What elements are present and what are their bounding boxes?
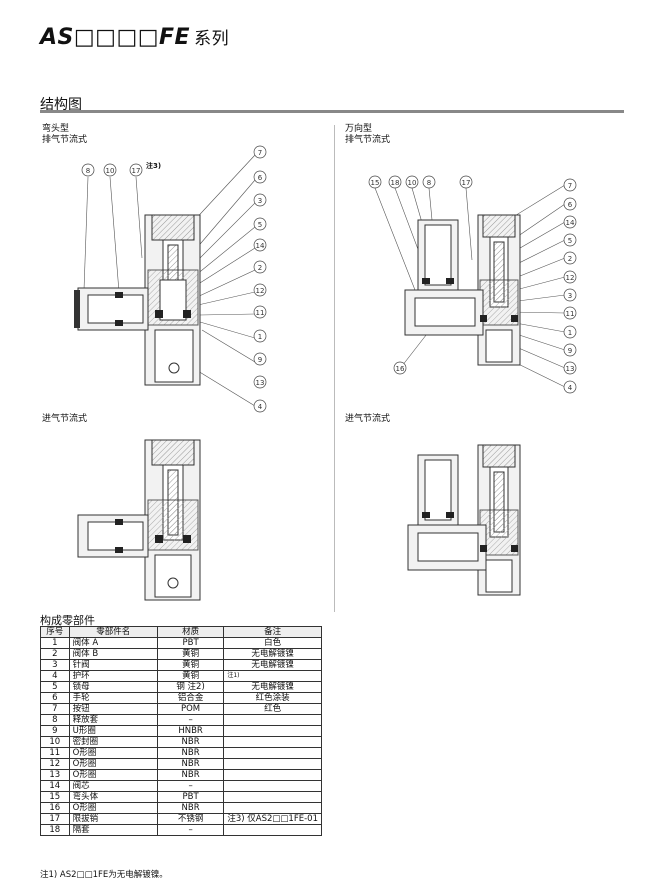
svg-text:9: 9 — [258, 356, 262, 364]
diagram-title-meter-in-universal: 进气节流式 — [345, 414, 391, 424]
svg-text:7: 7 — [568, 182, 572, 190]
svg-text:17: 17 — [462, 179, 471, 187]
model-series: 系列 — [194, 29, 230, 49]
svg-text:10: 10 — [408, 179, 417, 187]
svg-text:13: 13 — [566, 365, 575, 373]
svg-text:3: 3 — [568, 292, 572, 300]
svg-text:12: 12 — [256, 287, 265, 295]
svg-text:17: 17 — [132, 167, 141, 175]
model-prefix: AS□□□□FE — [40, 25, 191, 50]
svg-text:8: 8 — [86, 167, 90, 175]
parts-table-title: 构成零部件 — [40, 614, 95, 627]
svg-text:15: 15 — [371, 179, 380, 187]
svg-text:2: 2 — [258, 264, 262, 272]
diagram-title-universal: 万向型 排气节流式 — [345, 124, 391, 145]
section-title: 结构图 — [40, 97, 82, 113]
svg-text:13: 13 — [256, 379, 265, 387]
svg-text:5: 5 — [258, 221, 262, 229]
svg-text:1: 1 — [258, 333, 262, 341]
svg-text:4: 4 — [568, 384, 573, 392]
universal-type-cross-section: 15 18 10 8 17 7 6 14 5 2 12 3 11 1 9 13 … — [368, 175, 577, 394]
col-header-material: 材质 — [156, 626, 225, 638]
svg-text:9: 9 — [568, 347, 572, 355]
svg-text:2: 2 — [568, 255, 572, 263]
svg-text:4: 4 — [258, 403, 263, 411]
svg-text:5: 5 — [568, 237, 572, 245]
col-header-remarks: 备注 — [223, 626, 322, 638]
svg-text:18: 18 — [391, 179, 400, 187]
diagram-title-elbow: 弯头型 排气节流式 — [42, 124, 88, 145]
universal-meter-in-cross-section — [407, 444, 521, 596]
elbow-meter-in-cross-section — [77, 439, 201, 601]
elbow-type-cross-section: 8 10 17 7 6 3 5 14 2 12 11 1 9 13 4 — [74, 145, 267, 413]
col-header-part-name: 零部件名 — [68, 626, 158, 638]
section-rule — [40, 110, 624, 113]
svg-text:14: 14 — [256, 242, 265, 250]
note-3-mark: 注3) — [146, 162, 162, 170]
table-header-row: 序号 零部件名 材质 备注 — [40, 626, 322, 638]
svg-text:6: 6 — [258, 174, 263, 182]
svg-text:7: 7 — [258, 149, 262, 157]
svg-text:10: 10 — [106, 167, 115, 175]
svg-text:14: 14 — [566, 219, 575, 227]
svg-text:3: 3 — [258, 197, 262, 205]
svg-text:6: 6 — [568, 201, 573, 209]
footnote: 注1) AS2□□1FE为无电解镀镍。 — [40, 870, 168, 880]
svg-text:1: 1 — [568, 329, 572, 337]
svg-text:12: 12 — [566, 274, 575, 282]
svg-text:8: 8 — [427, 179, 431, 187]
col-header-no: 序号 — [40, 626, 70, 638]
svg-text:16: 16 — [396, 365, 405, 373]
column-divider — [334, 125, 335, 612]
svg-text:11: 11 — [256, 309, 265, 317]
diagram-title-meter-in-elbow: 进气节流式 — [42, 414, 88, 424]
svg-text:11: 11 — [566, 310, 575, 318]
